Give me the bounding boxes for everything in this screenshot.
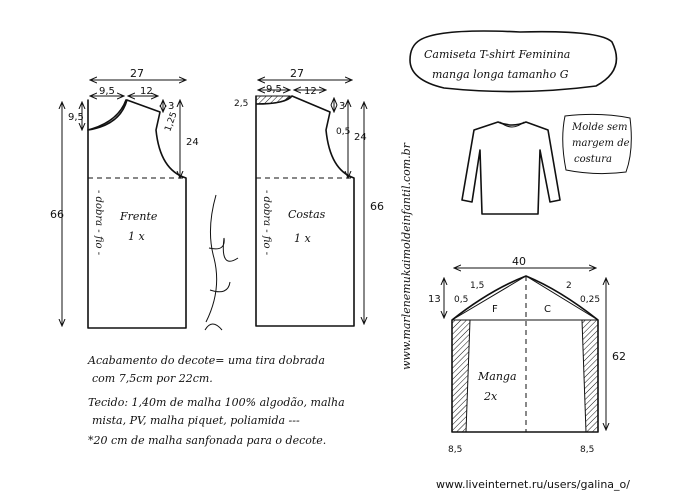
note-line5: *20 cm de malha sanfonada para o decote.	[88, 434, 326, 447]
sleeve-back-curve-label: 2	[566, 281, 572, 291]
front-name-label: Frente	[119, 210, 158, 223]
sleeve-cap-height-label: 13	[428, 294, 441, 305]
mold-note-line3: costura	[574, 154, 612, 165]
back-shoulder-drop-label: 3	[339, 101, 345, 112]
tshirt-sketch	[461, 121, 561, 215]
back-qty-label: 1 x	[294, 232, 311, 245]
sleeve-front-curve-label: 1,5	[470, 281, 484, 291]
front-length-label: 66	[50, 208, 64, 221]
note-line1: Acabamento do decote= uma tira dobrada	[87, 354, 325, 367]
signature	[204, 194, 239, 331]
front-neckline	[87, 99, 127, 131]
front-outline	[87, 99, 187, 329]
sleeve-pattern-piece: 40 13 1,5 2 0,5 0,25 F C 62 Manga 2x 8,5…	[428, 255, 626, 455]
sleeve-length-label: 62	[612, 350, 626, 363]
front-armhole-curve-label: 1,25	[163, 111, 179, 133]
sleeve-cuff-left-label: 8,5	[448, 445, 462, 455]
title-line2: manga longa tamanho G	[432, 68, 569, 81]
front-neck-depth-label: 9,5	[68, 112, 84, 123]
note-line2: com 7,5cm por 22cm.	[92, 372, 213, 385]
tshirt-outline	[461, 121, 561, 215]
sleeve-front-mark: F	[492, 304, 498, 315]
front-width-label: 27	[130, 67, 144, 80]
back-outline	[255, 95, 355, 327]
back-fold-label: - dobra - fio -	[261, 190, 272, 256]
sleeve-qty-label: 2x	[483, 390, 498, 403]
back-shoulder-label: 12	[304, 86, 317, 97]
note-line3: Tecido: 1,40m de malha 100% algodão, mal…	[88, 396, 345, 409]
front-pattern-piece: 27 9,5 12 9,5 3 1,25 24 66 - dobra - fio…	[50, 67, 199, 329]
sleeve-front-edge-label: 0,5	[454, 295, 468, 305]
front-armhole-depth-label: 24	[186, 137, 199, 148]
sleeve-cuff-right-label: 8,5	[580, 445, 594, 455]
sleeve-hatch-left	[451, 319, 471, 433]
sleeve-back-mark: C	[544, 304, 551, 315]
front-shoulder-label: 12	[140, 86, 153, 97]
mold-note: Molde sem margem de costura	[562, 113, 632, 175]
front-qty-label: 1 x	[128, 230, 145, 243]
watermark: www.liveinternet.ru/users/galina_o/	[436, 478, 630, 491]
website-vertical: www.marlenemukaimoldeinfantil.com.br	[400, 142, 413, 370]
finishing-notes: Acabamento do decote= uma tira dobrada c…	[87, 354, 345, 447]
sleeve-outline	[451, 275, 599, 433]
back-neck-width-label: 9,5	[266, 84, 282, 95]
note-line4: mista, PV, malha piquet, poliamida ---	[92, 414, 300, 427]
back-length-label: 66	[370, 200, 384, 213]
title-line1: Camiseta T-shirt Feminina	[424, 48, 570, 61]
back-neck-depth-label: 2,5	[234, 99, 248, 109]
front-neck-width-label: 9,5	[99, 86, 115, 97]
sleeve-name-label: Manga	[477, 370, 517, 383]
back-armhole-curve-label: 0,5	[336, 127, 350, 137]
back-pattern-piece: 27 9,5 12 2,5 3 0,5 24 66 - dobra - fio …	[234, 67, 384, 327]
sleeve-back-edge-label: 0,25	[580, 295, 600, 305]
sleeve-width-label: 40	[512, 255, 526, 268]
back-armhole-depth-label: 24	[354, 132, 367, 143]
front-fold-label: - dobra - fio -	[93, 190, 104, 256]
mold-note-line1: Molde sem	[571, 122, 628, 133]
sleeve-hatch-right	[581, 319, 599, 433]
back-name-label: Costas	[288, 208, 326, 221]
front-shoulder-drop-label: 3	[168, 101, 174, 112]
title-bubble: Camiseta T-shirt Feminina manga longa ta…	[409, 30, 618, 93]
back-width-label: 27	[290, 67, 304, 80]
mold-note-line2: margem de	[572, 138, 630, 149]
